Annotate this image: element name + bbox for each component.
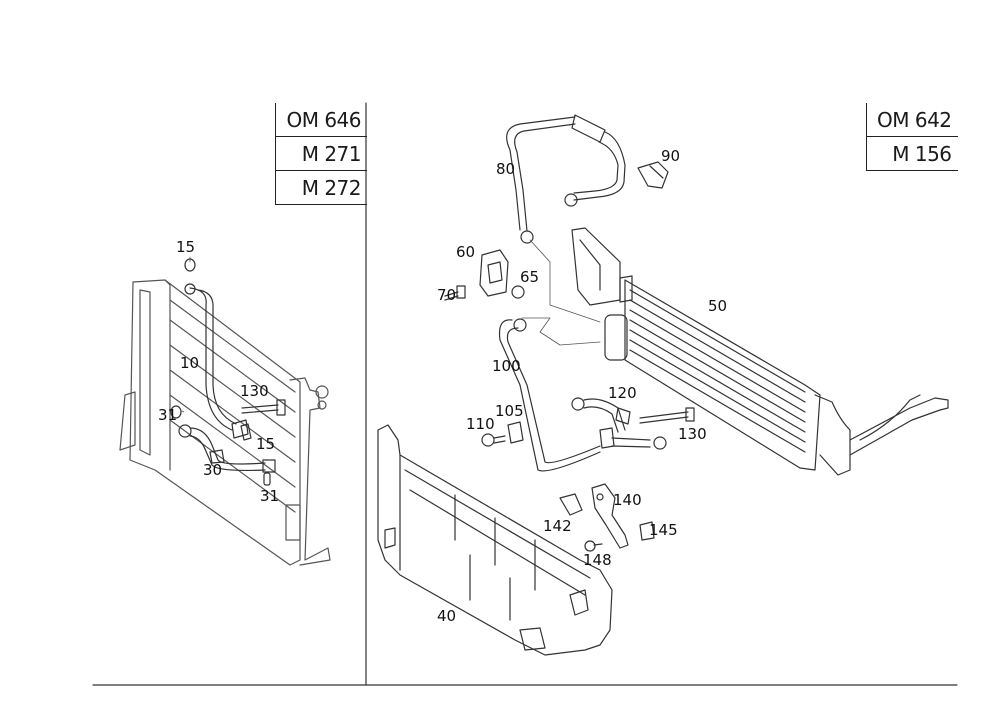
engine-code: M 271 xyxy=(275,136,367,171)
oil-cooler-50 xyxy=(571,227,949,476)
oring-65 xyxy=(511,285,525,299)
radiator-left xyxy=(119,279,331,566)
clip-15-left xyxy=(240,423,252,441)
callout-40: 40 xyxy=(437,607,457,625)
callout-80: 80 xyxy=(496,160,516,178)
clip-31-left xyxy=(170,405,182,419)
callout-60: 60 xyxy=(456,243,476,261)
clip-90 xyxy=(637,161,669,189)
callout-31: 31 xyxy=(260,487,280,505)
callout-100: 100 xyxy=(492,357,521,375)
engine-table-left: OM 646 M 271 M 272 xyxy=(275,103,367,205)
frame-40 xyxy=(377,424,613,656)
callout-130: 130 xyxy=(678,425,707,443)
bolt-148 xyxy=(584,540,603,552)
bolt-130-left xyxy=(241,399,286,416)
callout-140: 140 xyxy=(613,491,642,509)
callout-50: 50 xyxy=(708,297,728,315)
clip-105 xyxy=(507,421,524,444)
callout-142: 142 xyxy=(543,517,572,535)
callout-70: 70 xyxy=(437,286,457,304)
callout-110: 110 xyxy=(466,415,495,433)
holder-60 xyxy=(479,249,509,297)
clip-31-lower xyxy=(263,472,271,486)
engine-table-right: OM 642 M 156 xyxy=(865,103,958,171)
bolt-130-right xyxy=(639,407,695,424)
callout-120: 120 xyxy=(608,384,637,402)
engine-code: OM 646 xyxy=(275,103,367,137)
nut-142 xyxy=(559,493,583,516)
callout-90: 90 xyxy=(661,147,681,165)
pipe-100 xyxy=(498,318,601,472)
callout-130: 130 xyxy=(240,382,269,400)
engine-code: M 272 xyxy=(275,170,367,205)
callout-15: 15 xyxy=(256,435,276,453)
hose-10 xyxy=(184,258,249,439)
bolt-110 xyxy=(481,433,506,447)
pipe-80 xyxy=(506,114,626,244)
bolt-70 xyxy=(444,285,466,301)
engine-code: OM 642 xyxy=(865,103,958,137)
engine-code: M 156 xyxy=(865,136,958,171)
pipe-120 xyxy=(571,397,667,450)
callout-31: 31 xyxy=(158,406,178,424)
clip-145 xyxy=(639,521,655,541)
callout-65: 65 xyxy=(520,268,540,286)
callout-148: 148 xyxy=(583,551,612,569)
callout-30: 30 xyxy=(203,461,223,479)
hose-30 xyxy=(178,424,276,473)
callout-145: 145 xyxy=(649,521,678,539)
callout-15: 15 xyxy=(176,238,196,256)
callout-105: 105 xyxy=(495,402,524,420)
bracket-140 xyxy=(591,483,629,549)
callout-10: 10 xyxy=(180,354,200,372)
